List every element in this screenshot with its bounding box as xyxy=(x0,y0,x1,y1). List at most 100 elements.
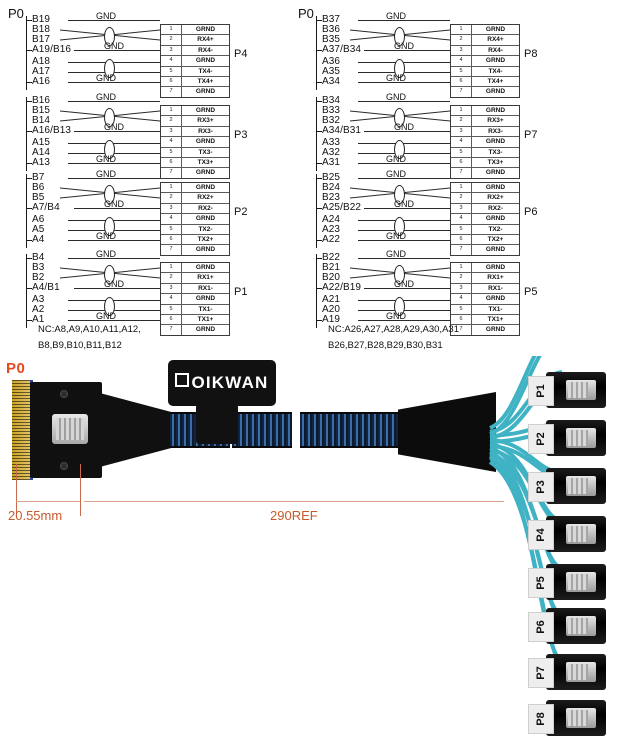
pin-label: B4 xyxy=(32,252,45,263)
pin-label: A17 xyxy=(32,66,51,77)
connector-tag-label: P2 xyxy=(535,432,547,446)
gnd-label: GND xyxy=(394,41,414,51)
pin-number: 7 xyxy=(451,168,472,178)
pin-number: 7 xyxy=(451,87,472,97)
pin-signal: GRND xyxy=(195,57,216,65)
connector-latch xyxy=(566,476,596,496)
twisted-pair-marker xyxy=(394,297,405,316)
pin-label: A23 xyxy=(322,224,341,235)
bus-tick xyxy=(26,320,32,321)
twisted-pair-marker xyxy=(394,108,405,127)
twisted-pair-marker xyxy=(394,185,405,204)
signal-wire xyxy=(358,320,450,321)
pin-label: B25 xyxy=(322,172,341,183)
twisted-pair-marker xyxy=(104,140,115,159)
bus-tick xyxy=(26,20,32,21)
pin-label: A2 xyxy=(32,304,45,315)
signal-wire xyxy=(358,20,450,21)
connector-latch xyxy=(566,524,596,544)
pin-label: B2 xyxy=(32,272,45,283)
pin-signal: RX4- xyxy=(198,46,213,54)
pin-signal: TX1+ xyxy=(197,315,214,323)
pin-label: A16 xyxy=(32,76,51,87)
pin-signal: RX1- xyxy=(198,284,213,292)
bus-tick xyxy=(316,163,322,164)
fanout-connector-p2: P2 xyxy=(528,420,606,456)
gnd-label: GND xyxy=(386,311,406,321)
pin-table-row: 2 RX1+ xyxy=(161,273,229,284)
pin-number: 2 xyxy=(161,273,182,283)
connector-tag-label: P8 xyxy=(535,712,547,726)
pin-table-row: 7 GRND xyxy=(451,168,519,178)
twisted-pair-marker xyxy=(394,140,405,159)
pin-table-row: 2 RX3+ xyxy=(451,116,519,127)
pin-signal: GRND xyxy=(485,88,506,96)
signal-wire xyxy=(68,82,160,83)
pin-number: 7 xyxy=(451,245,472,255)
pin-number: 3 xyxy=(451,203,472,214)
common-bus-line xyxy=(26,174,27,248)
connector-tag: P3 xyxy=(528,472,554,502)
pin-number: 2 xyxy=(451,116,472,126)
pin-label: B3 xyxy=(32,262,45,273)
port-name: P6 xyxy=(524,206,538,218)
bus-tick xyxy=(316,178,322,179)
gnd-label: GND xyxy=(386,73,406,83)
pin-number: 5 xyxy=(451,66,472,76)
port-name: P4 xyxy=(234,48,248,60)
signal-wire xyxy=(68,178,160,179)
nc-note-line2: B26,B27,B28,B29,B30,B31 xyxy=(328,340,443,351)
pin-label: A4/B1 xyxy=(32,282,60,293)
connector-latch xyxy=(566,616,596,636)
common-bus-line xyxy=(316,254,317,328)
pin-signal: GRND xyxy=(485,184,506,191)
bus-tick xyxy=(26,288,32,289)
pin-number: 5 xyxy=(161,304,182,314)
signal-wire xyxy=(364,288,450,289)
pin-signal: RX3- xyxy=(198,127,213,135)
pin-label: B17 xyxy=(32,34,51,45)
pin-label: A16/B13 xyxy=(32,125,72,136)
bus-tick xyxy=(316,20,322,21)
gnd-label: GND xyxy=(96,73,116,83)
connector-tag: P4 xyxy=(528,520,554,550)
pin-number: 7 xyxy=(161,168,182,178)
pin-number: 2 xyxy=(161,116,182,126)
pin-table-row: 2 RX3+ xyxy=(161,116,229,127)
p0-latch xyxy=(52,414,88,444)
twisted-pair-marker xyxy=(104,297,115,316)
pin-signal: TX4+ xyxy=(487,77,504,85)
pin-signal: RX1- xyxy=(488,284,503,292)
pin-number: 6 xyxy=(451,234,472,245)
gnd-label: GND xyxy=(386,231,406,241)
pin-signal: RX2+ xyxy=(487,194,504,202)
pin-signal: RX3+ xyxy=(487,117,504,125)
connector-latch xyxy=(566,428,596,448)
pin-label: A33 xyxy=(322,137,341,148)
pin-signal: GRND xyxy=(485,138,506,146)
pin-signal: RX4- xyxy=(488,46,503,54)
pin-number: 7 xyxy=(451,325,472,335)
pin-signal: RX3+ xyxy=(197,117,214,125)
pin-label: B18 xyxy=(32,24,51,35)
pin-signal: RX1+ xyxy=(197,274,214,282)
pin-label: B36 xyxy=(322,24,341,35)
pin-signal: GRND xyxy=(485,169,506,177)
gnd-label: GND xyxy=(104,279,124,289)
pin-signal: TX4+ xyxy=(197,77,214,85)
pin-label: B16 xyxy=(32,95,51,106)
